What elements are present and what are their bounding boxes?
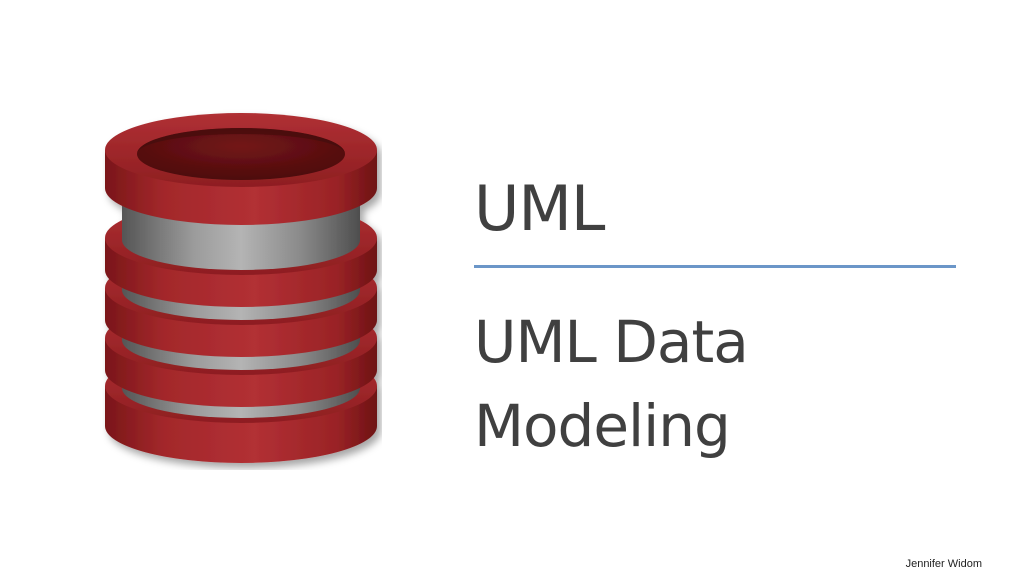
subtitle-line-2: Modeling xyxy=(474,392,731,461)
subtitle-line-1: UML Data xyxy=(474,308,749,376)
title-divider xyxy=(474,265,956,268)
database-icon xyxy=(105,113,377,463)
author-credit: Jennifer Widom xyxy=(905,558,982,570)
slide-subtitle: UML Data Modeling xyxy=(474,300,749,468)
slide-title: UML xyxy=(474,172,605,245)
